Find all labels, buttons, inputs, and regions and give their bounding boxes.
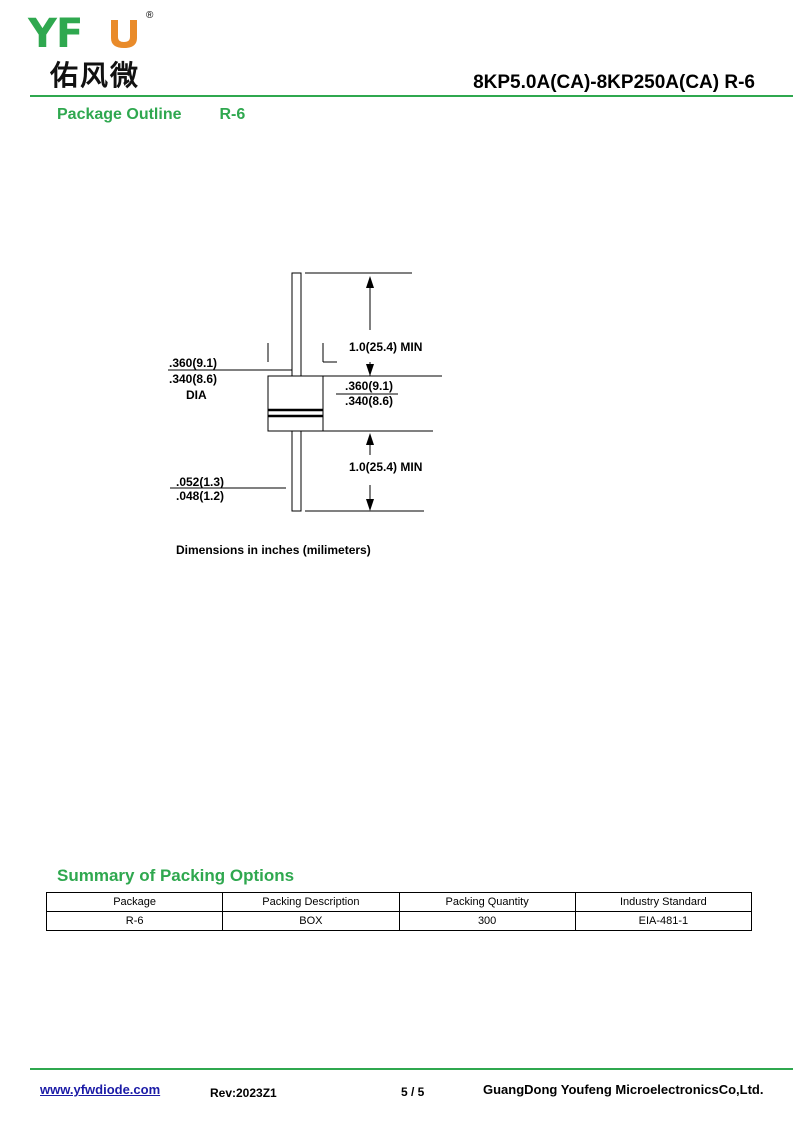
diode-body	[267, 375, 324, 432]
col-industry-standard: Industry Standard	[574, 892, 753, 912]
lead-dia-min: .048(1.2)	[176, 489, 224, 503]
logo-chinese-name: 佑风微	[50, 59, 141, 92]
revision-label: Rev:2023Z1	[210, 1086, 277, 1100]
bottom-lead	[291, 430, 302, 512]
package-outline-heading: Package Outline R-6	[57, 106, 245, 124]
packing-table: Package Packing Description Packing Quan…	[45, 892, 753, 931]
table-row: R-6 BOX 300 EIA-481-1	[45, 911, 753, 931]
cell-industry-standard: EIA-481-1	[574, 911, 753, 931]
body-length-min: .340(8.6)	[345, 394, 393, 408]
col-package: Package	[45, 892, 224, 912]
body-length-max: .360(9.1)	[345, 379, 393, 393]
package-drawing: 1.0(25.4) MIN .360(9.1) .340(8.6) 1.0(25…	[168, 272, 442, 512]
cell-package: R-6	[45, 911, 224, 931]
top-lead-length-label: 1.0(25.4) MIN	[349, 340, 422, 354]
cell-packing-description: BOX	[222, 911, 400, 931]
body-dia-max: .360(9.1)	[169, 356, 217, 370]
logo-letters: YF	[28, 11, 83, 57]
header-divider	[30, 95, 793, 97]
document-title: 8KP5.0A(CA)-8KP250A(CA) R-6	[473, 72, 755, 93]
lead-dia-max: .052(1.3)	[176, 475, 224, 489]
registered-mark: ®	[146, 10, 154, 21]
cell-packing-quantity: 300	[398, 911, 576, 931]
col-packing-description: Packing Description	[222, 892, 400, 912]
packing-summary-heading: Summary of Packing Options	[57, 866, 295, 885]
body-dia-label: DIA	[186, 388, 207, 402]
packing-header-row: Package Packing Description Packing Quan…	[45, 892, 753, 912]
page-number: 5 / 5	[401, 1085, 425, 1099]
bottom-lead-length-label: 1.0(25.4) MIN	[349, 460, 422, 474]
company-name: GuangDong Youfeng MicroelectronicsCo,Ltd…	[483, 1082, 764, 1097]
footer-divider	[30, 1068, 793, 1070]
body-dia-min: .340(8.6)	[169, 372, 217, 386]
top-lead	[291, 272, 302, 377]
website-link[interactable]: www.yfwdiode.com	[40, 1082, 161, 1097]
logo-u-mark	[111, 20, 137, 48]
dimensions-note: Dimensions in inches (milimeters)	[176, 543, 371, 557]
package-outline-code: R-6	[219, 106, 246, 123]
package-outline-label: Package Outline	[57, 106, 182, 123]
col-packing-quantity: Packing Quantity	[398, 892, 576, 912]
